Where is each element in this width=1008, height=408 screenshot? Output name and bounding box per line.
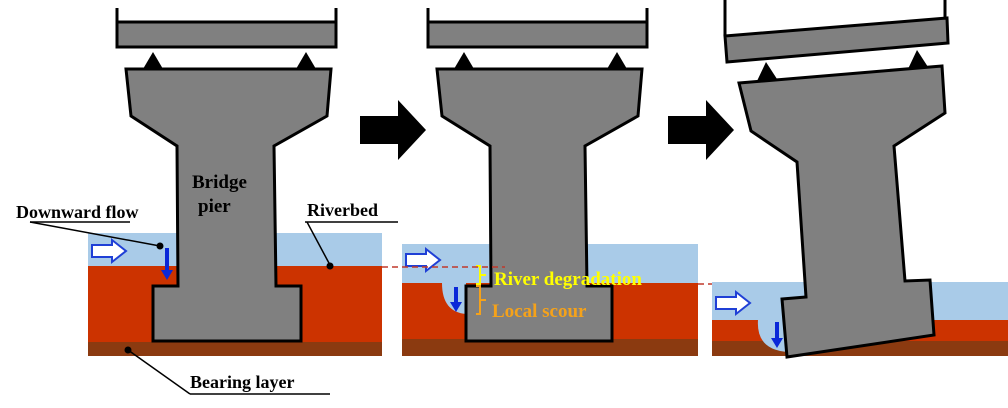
river-degradation-label: River degradation bbox=[494, 269, 642, 290]
panel-2-flow-arrow-icon bbox=[405, 246, 442, 274]
panel-2-bearing-left-icon bbox=[454, 52, 474, 69]
stage-arrow-2-icon bbox=[668, 100, 734, 160]
panel-2-bridge-pier bbox=[435, 67, 644, 343]
stage-arrow-1-icon bbox=[360, 100, 426, 160]
panel-1-bridge-pier bbox=[124, 67, 333, 343]
panel-3-bridge-deck bbox=[723, 16, 950, 64]
riverbed-label: Riverbed bbox=[307, 200, 378, 220]
panel-2-bearing-right-icon bbox=[607, 52, 627, 69]
panel-1-downward-arrowhead bbox=[161, 270, 173, 280]
panel-2-degradation: River degradation Local scour bbox=[402, 8, 698, 356]
local-scour-bracket bbox=[476, 285, 486, 315]
panel-3-failure bbox=[712, 0, 1008, 359]
panel-1-flow-arrow-icon bbox=[91, 237, 128, 265]
river-degradation-bracket bbox=[476, 265, 486, 285]
panel-1-bearing-left-icon bbox=[143, 52, 163, 69]
panel-1-initial: Bridge pier Downward flow Riverbed Beari… bbox=[16, 8, 398, 395]
panel-3-flow-arrow-icon bbox=[715, 289, 752, 317]
panel-3-deck-rail bbox=[723, 0, 947, 36]
panel-3-bearing-right-icon bbox=[908, 50, 928, 69]
panel-2-bridge-deck bbox=[426, 20, 649, 49]
bridge-pier-label-line2: pier bbox=[198, 196, 231, 217]
panel-2-bearing-layer bbox=[402, 339, 698, 356]
downward-flow-leader-dot bbox=[156, 242, 164, 250]
panel-3-bearing-left-icon bbox=[757, 62, 777, 81]
downward-flow-leader-1 bbox=[29, 221, 161, 247]
panel-1-bridge-deck bbox=[115, 20, 338, 49]
panel-3-bridge-pier bbox=[737, 64, 947, 359]
bearing-layer-leader bbox=[127, 349, 191, 395]
panel-3-tilted-deck-group bbox=[723, 0, 950, 81]
panel-3-scour-hole bbox=[757, 320, 790, 352]
panel-1-bearing-layer bbox=[88, 342, 382, 356]
bridge-pier-label-line1: Bridge bbox=[192, 172, 247, 193]
bearing-layer-label: Bearing layer bbox=[190, 372, 294, 392]
panel-3-downward-arrowhead bbox=[771, 338, 783, 348]
riverbed-leader-dot bbox=[326, 262, 334, 270]
panel-1-bearing-right-icon bbox=[296, 52, 316, 69]
panel-2-downward-arrowhead bbox=[450, 302, 462, 312]
local-scour-label: Local scour bbox=[492, 301, 587, 322]
riverbed-leader bbox=[306, 221, 331, 266]
downward-flow-label: Downward flow bbox=[16, 202, 139, 222]
